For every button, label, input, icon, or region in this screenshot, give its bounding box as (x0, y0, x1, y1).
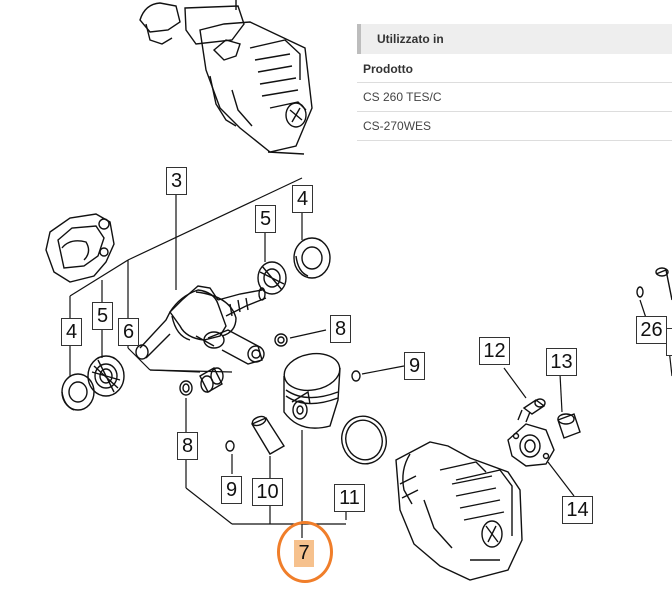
product-row[interactable]: CS 260 TES/C (357, 83, 672, 112)
callout-5-left[interactable]: 5 (92, 302, 113, 330)
needle-bearing (199, 367, 224, 393)
callout-7-selected[interactable]: 7 (294, 540, 314, 567)
callout-10[interactable]: 10 (252, 478, 283, 506)
callout-6[interactable]: 6 (118, 318, 139, 346)
piston-pin (250, 415, 285, 455)
seal-right-outer (293, 237, 331, 279)
used-in-header: Utilizzato in (357, 24, 672, 54)
highlight-ring (277, 521, 333, 583)
leader-lines (69, 177, 672, 538)
washer-far-right (636, 286, 644, 298)
sleeve-13 (557, 413, 581, 439)
callout-4-left[interactable]: 4 (61, 318, 82, 346)
bolt-26 (655, 267, 672, 301)
intake-flange (507, 423, 555, 467)
crankcase-left (45, 213, 115, 283)
callout-5-upper[interactable]: 5 (255, 205, 276, 233)
circlip-9-lower (225, 440, 235, 452)
snap-ring-left (179, 380, 193, 396)
callout-14[interactable]: 14 (562, 496, 593, 524)
engine-block-top (139, 0, 313, 155)
callout-4-upper[interactable]: 4 (292, 185, 313, 213)
washer-8-right (274, 333, 288, 347)
callout-26[interactable]: 26 (636, 316, 667, 344)
callout-13[interactable]: 13 (546, 348, 577, 376)
piston (283, 352, 341, 429)
callout-8-right[interactable]: 8 (330, 315, 351, 343)
product-column-header: Prodotto (357, 56, 672, 83)
bearing-right-inner (257, 261, 287, 295)
callout-3[interactable]: 3 (166, 167, 187, 195)
used-in-panel: Utilizzato in Prodotto CS 260 TES/C CS-2… (357, 24, 672, 141)
circlip-9-upper (351, 370, 361, 382)
piston-ring (341, 415, 387, 465)
screw-12 (517, 398, 546, 423)
callout-12[interactable]: 12 (479, 337, 510, 365)
crankshaft (135, 285, 267, 360)
engine-block-bottom (395, 441, 523, 581)
connecting-rod (203, 329, 265, 365)
callout-11[interactable]: 11 (334, 484, 365, 512)
callout-2-partial[interactable]: 2 (666, 328, 672, 356)
callout-9-right[interactable]: 9 (404, 352, 425, 380)
product-row[interactable]: CS-270WES (357, 112, 672, 141)
callout-9-lower[interactable]: 9 (221, 476, 242, 504)
bearing-left-inner (87, 355, 125, 397)
callout-8-left[interactable]: 8 (177, 432, 198, 460)
bearing-left-outer (61, 373, 95, 411)
